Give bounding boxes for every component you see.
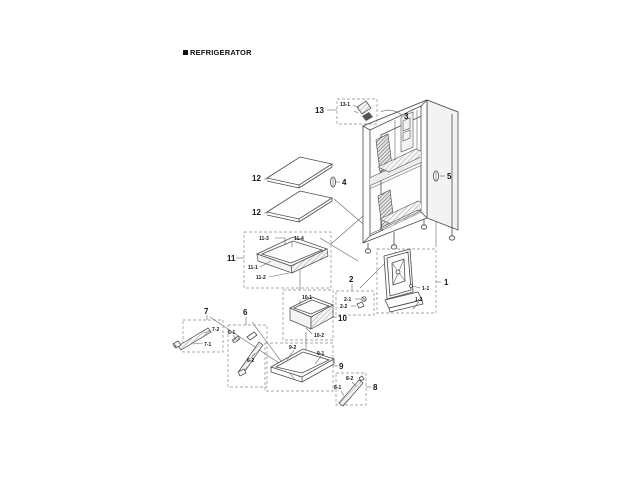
group-6: 6 6-1 6-2 (227, 308, 268, 388)
callout-label-2: 2 (349, 275, 354, 284)
callout-label-6-2: 6-2 (247, 358, 254, 364)
shelf-12-lower: 12 (252, 190, 334, 223)
cabinet (361, 99, 460, 254)
part-5: 5 (433, 170, 452, 182)
callout-label-6: 6 (243, 308, 248, 317)
group-7: 7 7-2 7-1 (172, 307, 224, 353)
shelf-12-upper: 12 (252, 156, 334, 189)
callout-label-7-2: 7-2 (212, 327, 219, 333)
callout-label-9: 9 (339, 362, 344, 371)
callout-label-5: 5 (447, 172, 452, 181)
group-1: 1 1-1 1-2 (376, 248, 449, 314)
callout-label-6-1: 6-1 (228, 330, 235, 336)
callout-label-1: 1 (444, 278, 449, 287)
callout-label-11-4: 11-4 (294, 236, 304, 242)
group-9: 9 9-2 9-1 (264, 342, 344, 392)
top-hinge-part (362, 112, 373, 121)
callout-label-13-1: 13-1 (340, 102, 350, 108)
callout-label-7: 7 (204, 307, 209, 316)
callout-label-9-1: 9-1 (317, 351, 324, 357)
page-title: REFRIGERATOR (190, 48, 252, 57)
group-8: 8 8-2 8-1 (334, 372, 378, 407)
callout-label-3: 3 (404, 112, 409, 121)
callout-3: 3 (380, 109, 409, 121)
callout-label-1-2: 1-2 (415, 297, 422, 303)
callout-label-9-2: 9-2 (289, 345, 296, 351)
callout-label-8-1: 8-1 (334, 385, 341, 391)
callout-label-12-upper: 12 (252, 174, 261, 183)
callout-label-11-1: 11-1 (248, 265, 258, 271)
group-2: 2 2-1 2-2 (335, 275, 375, 316)
callout-label-11: 11 (227, 254, 236, 263)
callout-label-1-1: 1-1 (422, 286, 429, 292)
callout-label-11-3: 11-3 (259, 236, 269, 242)
part-4: 4 (330, 176, 347, 188)
callout-label-8: 8 (373, 383, 378, 392)
group-13: 13 13-1 (315, 98, 378, 125)
callout-label-13: 13 (315, 106, 324, 115)
group-11: 11 11-3 11-4 11-1 11-2 (227, 231, 332, 289)
callout-label-11-2: 11-2 (256, 275, 266, 281)
section-header: REFRIGERATOR (183, 48, 252, 57)
group-10: 10 10-1 10-2 (282, 289, 347, 341)
callout-label-8-2: 8-2 (346, 376, 353, 382)
callout-label-2-2: 2-2 (340, 304, 347, 310)
cabinet-feet (364, 219, 456, 254)
callout-label-12-lower: 12 (252, 208, 261, 217)
callout-label-10-2: 10-2 (314, 333, 324, 339)
callout-label-7-1: 7-1 (204, 342, 211, 348)
callout-label-4: 4 (342, 178, 347, 187)
callout-label-10: 10 (338, 314, 347, 323)
section-bullet-icon (183, 50, 188, 55)
callout-label-10-1: 10-1 (302, 295, 312, 301)
callout-label-2-1: 2-1 (344, 297, 351, 303)
